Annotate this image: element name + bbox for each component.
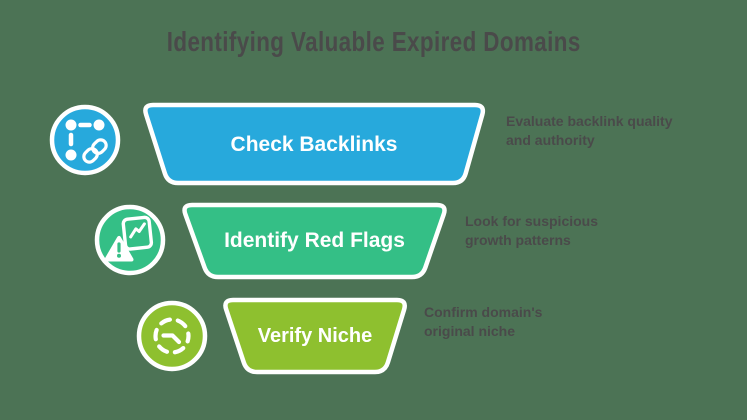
stage-2-description: Look for suspicious growth patterns — [465, 212, 598, 251]
stage-2-label: Identify Red Flags — [224, 229, 405, 252]
stage-1-description-line-2: and authority — [506, 132, 595, 149]
funnel-stage-3-shape — [223, 297, 407, 375]
stage-3-description: Confirm domain's original niche — [424, 303, 542, 342]
warning-triangle-glyph — [104, 236, 134, 262]
stage-2-description-line-1: Look for suspicious — [465, 213, 599, 229]
chain-link-glyph — [82, 138, 108, 164]
stage-3-description-line-1: Confirm domain's — [424, 304, 543, 320]
page-title: Identifying Valuable Expired Domains — [0, 26, 747, 58]
dashed-target-icon — [136, 300, 208, 372]
stage-1-description: Evaluate backlink quality and authority — [506, 112, 673, 151]
backlinks-network-icon — [49, 104, 121, 176]
stage-1-label: Check Backlinks — [230, 133, 398, 156]
stage-3-description-line-2: original niche — [424, 323, 516, 340]
stage-2-description-line-2: growth patterns — [465, 232, 571, 249]
page-title-text: Identifying Valuable Expired Domains — [166, 26, 581, 57]
stage-1-description-line-1: Evaluate backlink quality — [506, 113, 673, 129]
funnel-stage-1-shape — [143, 102, 486, 186]
stage-3-label: Verify Niche — [257, 325, 373, 347]
report-warning-icon — [94, 204, 166, 276]
funnel-stage-2-shape — [182, 202, 447, 280]
